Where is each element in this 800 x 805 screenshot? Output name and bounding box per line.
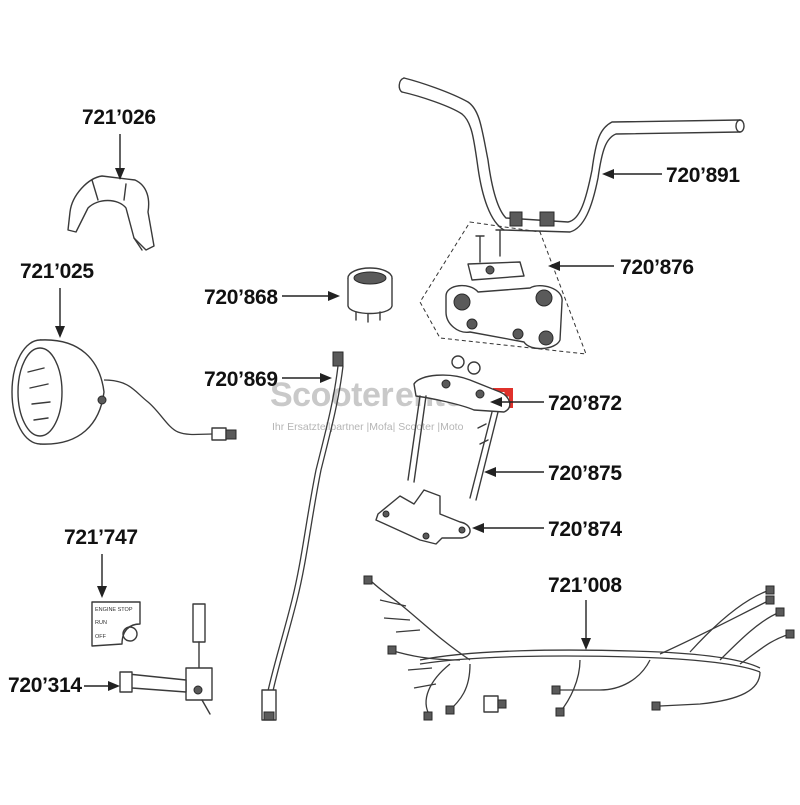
handlebar-switch-part: ENGINE STOP RUN OFF bbox=[91, 601, 141, 647]
label-721747-group: 721’747 bbox=[64, 526, 138, 598]
wiring-harness-part bbox=[363, 575, 795, 721]
label-720314-group: 720’314 bbox=[8, 674, 120, 697]
label-721747: 721’747 bbox=[64, 526, 138, 549]
headlight-part bbox=[11, 339, 237, 445]
label-720875-group: 720’875 bbox=[484, 462, 623, 485]
label-721025-group: 721’025 bbox=[20, 260, 95, 338]
watermark-tagline: Ihr Ersatzteilpartner |Mofa| Scooter |Mo… bbox=[272, 421, 464, 433]
label-721008-group: 721’008 bbox=[548, 574, 623, 650]
label-720875: 720’875 bbox=[548, 462, 622, 485]
fork-tubes-part bbox=[407, 395, 499, 501]
watermark-brand: Scooter bbox=[270, 376, 393, 414]
label-720874-group: 720’874 bbox=[472, 518, 623, 541]
headlight-cover-part bbox=[67, 175, 155, 251]
switch-run-label: RUN bbox=[95, 620, 107, 626]
handlebar-clamp-part bbox=[419, 221, 587, 355]
label-720869: 720’869 bbox=[204, 368, 278, 391]
choke-lever-part bbox=[119, 603, 213, 715]
label-721026-group: 721’026 bbox=[82, 106, 156, 180]
label-720876-group: 720’876 bbox=[548, 256, 694, 279]
label-720891: 720’891 bbox=[666, 164, 740, 187]
label-721025: 721’025 bbox=[20, 260, 94, 283]
label-720872-group: 720’872 bbox=[490, 392, 622, 415]
handlebar-part bbox=[398, 77, 745, 233]
speedometer-cable-part bbox=[261, 351, 344, 721]
label-720872: 720’872 bbox=[548, 392, 622, 415]
switch-top-label: ENGINE STOP bbox=[95, 607, 133, 613]
top-bracket-part bbox=[413, 355, 511, 413]
label-721008: 721’008 bbox=[548, 574, 622, 597]
label-720314: 720’314 bbox=[8, 674, 82, 697]
label-720868-group: 720’868 bbox=[204, 286, 340, 309]
label-721026: 721’026 bbox=[82, 106, 156, 129]
switch-off-label: OFF bbox=[95, 634, 107, 640]
label-720868: 720’868 bbox=[204, 286, 278, 309]
lower-plate-part bbox=[375, 489, 471, 545]
label-720869-group: 720’869 bbox=[204, 368, 332, 391]
label-720874: 720’874 bbox=[548, 518, 622, 541]
label-720891-group: 720’891 bbox=[602, 164, 741, 187]
label-720876: 720’876 bbox=[620, 256, 694, 279]
speedometer-part bbox=[347, 267, 393, 323]
